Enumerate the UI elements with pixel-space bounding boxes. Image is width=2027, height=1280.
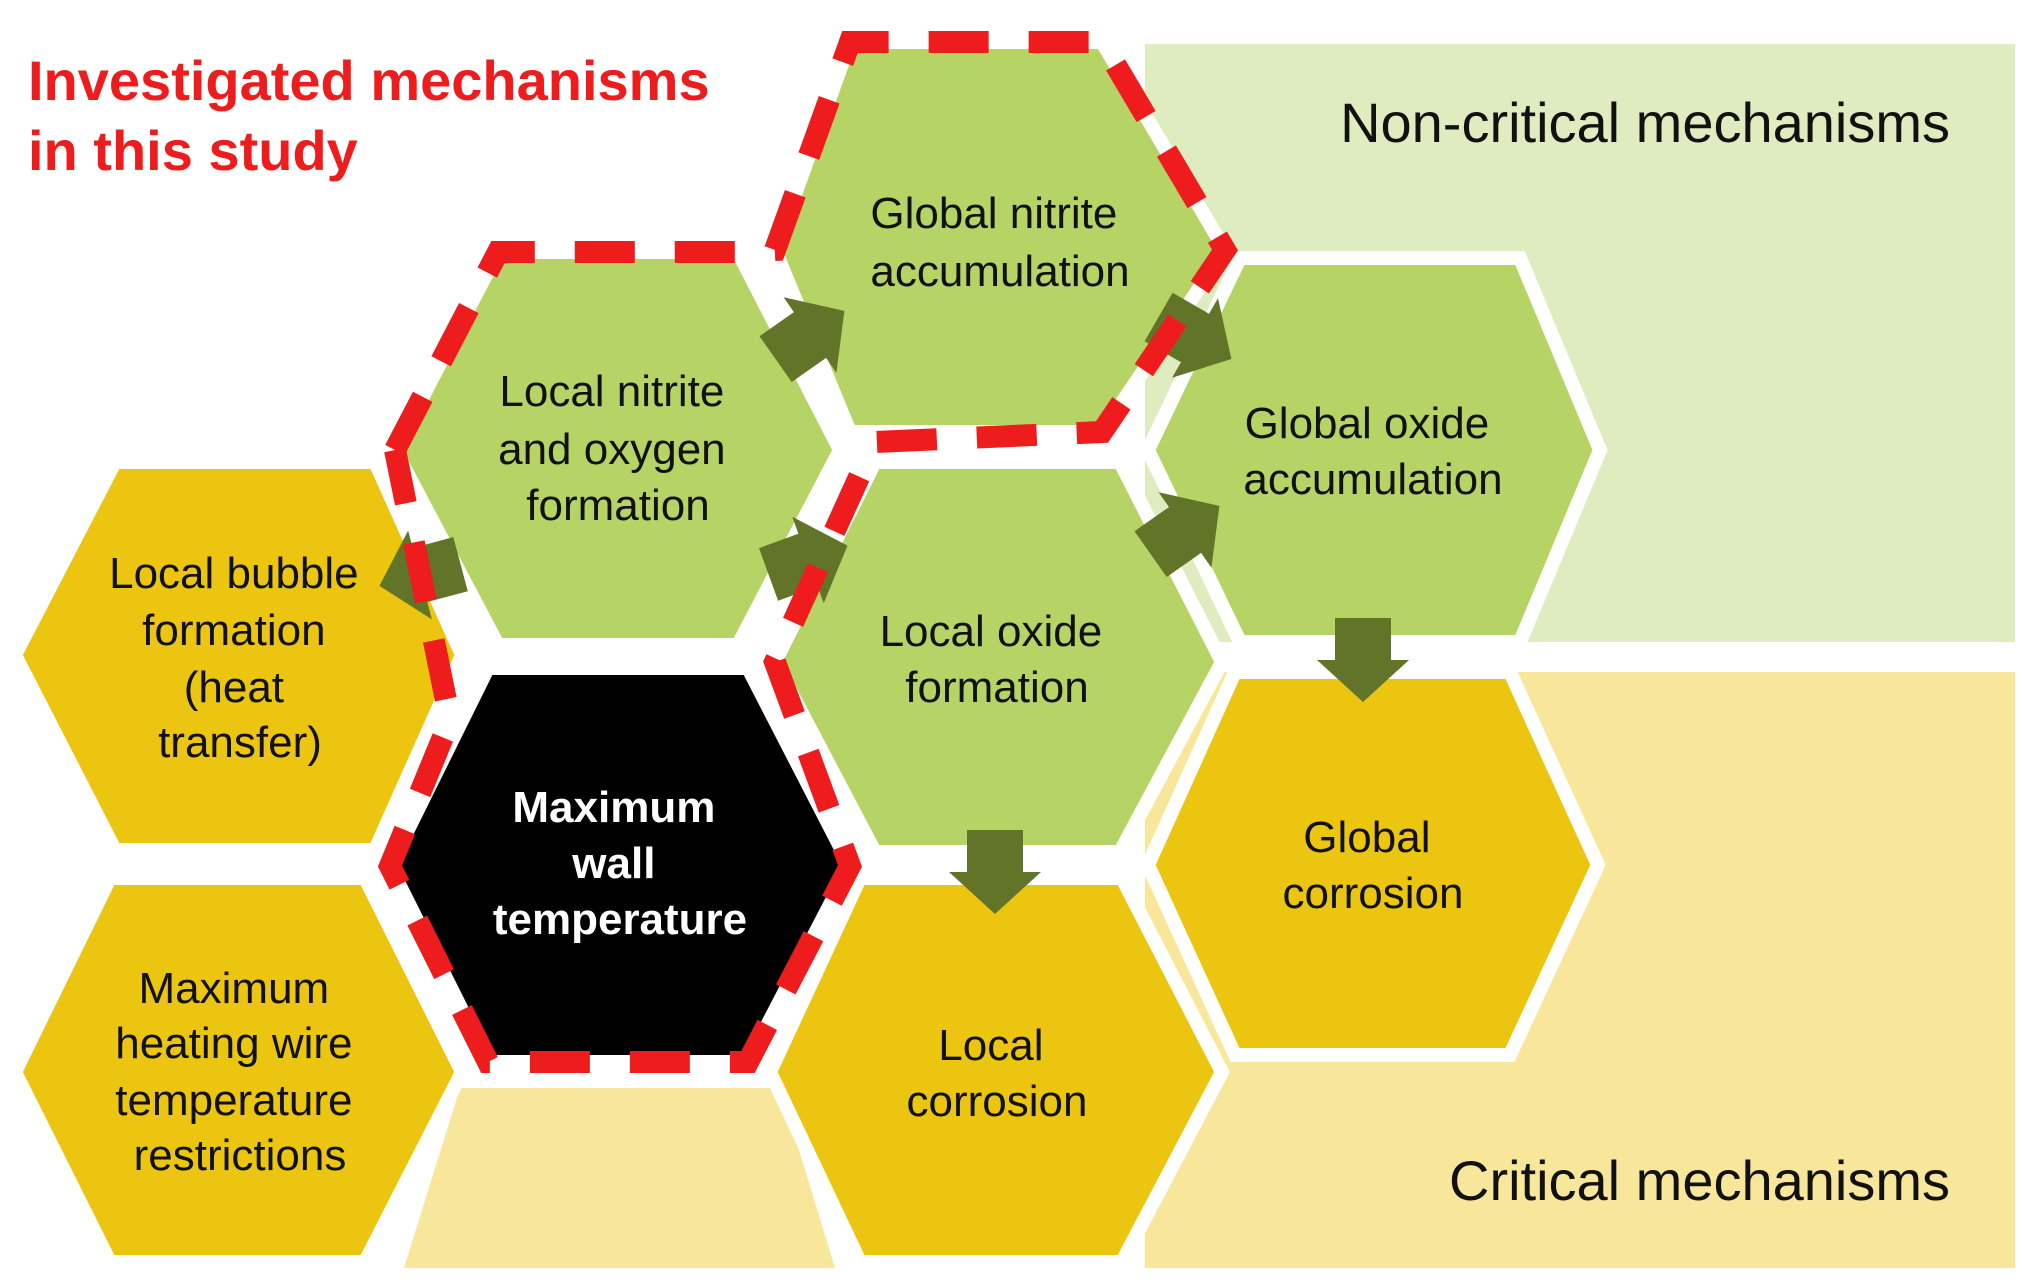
non-critical-region-label: Non-critical mechanisms — [1340, 91, 1950, 154]
critical-region-label: Critical mechanisms — [1449, 1149, 1950, 1212]
arrow-global-oxide-to-global-corrosion — [1317, 618, 1409, 702]
label-global-corrosion: Global corrosion — [1283, 813, 1464, 918]
investigated-dashed-outline — [377, 31, 1239, 1073]
label-maximum-heating-wire: Maximum heating wire temperature restric… — [115, 964, 365, 1180]
investigated-highlight — [377, 31, 1239, 1073]
hex-local-corrosion — [762, 871, 1230, 1269]
hex-local-oxide-formation — [767, 455, 1230, 859]
label-local-nitrite-oxygen-formation: Local nitrite and oxygen formation — [498, 367, 738, 530]
hex-global-oxide-accumulation — [1140, 251, 1608, 649]
label-global-oxide-accumulation: Global oxide accumulation — [1243, 399, 1502, 504]
arrow-local-nitrite-to-global-nitrite — [759, 297, 845, 382]
hexagon-labels: Global nitrite accumulation Local nitrit… — [109, 189, 1503, 1180]
arrow-wall-to-local-oxide — [759, 516, 848, 604]
arrow-local-oxide-to-global-oxide — [1134, 492, 1220, 577]
label-local-bubble-formation: Local bubble formation (heat transfer) — [109, 549, 371, 767]
arrow-local-oxide-to-local-corrosion — [949, 830, 1041, 914]
label-local-oxide-formation: Local oxide formation — [880, 607, 1115, 712]
hex-global-corrosion — [1140, 665, 1606, 1062]
label-local-corrosion: Local corrosion — [907, 1021, 1088, 1126]
hex-local-bubble-formation — [7, 455, 470, 857]
critical-region-lower-right — [1145, 1080, 1500, 1268]
arrow-global-nitrite-to-global-oxide — [1144, 292, 1232, 378]
label-maximum-wall-temperature: Maximum wall temperature — [493, 783, 747, 944]
investigated-title: Investigated mechanisms in this study — [28, 49, 725, 182]
critical-region-lower-left — [404, 1088, 835, 1268]
hex-maximum-heating-wire — [7, 871, 470, 1269]
label-global-nitrite-accumulation: Global nitrite accumulation — [870, 189, 1129, 296]
